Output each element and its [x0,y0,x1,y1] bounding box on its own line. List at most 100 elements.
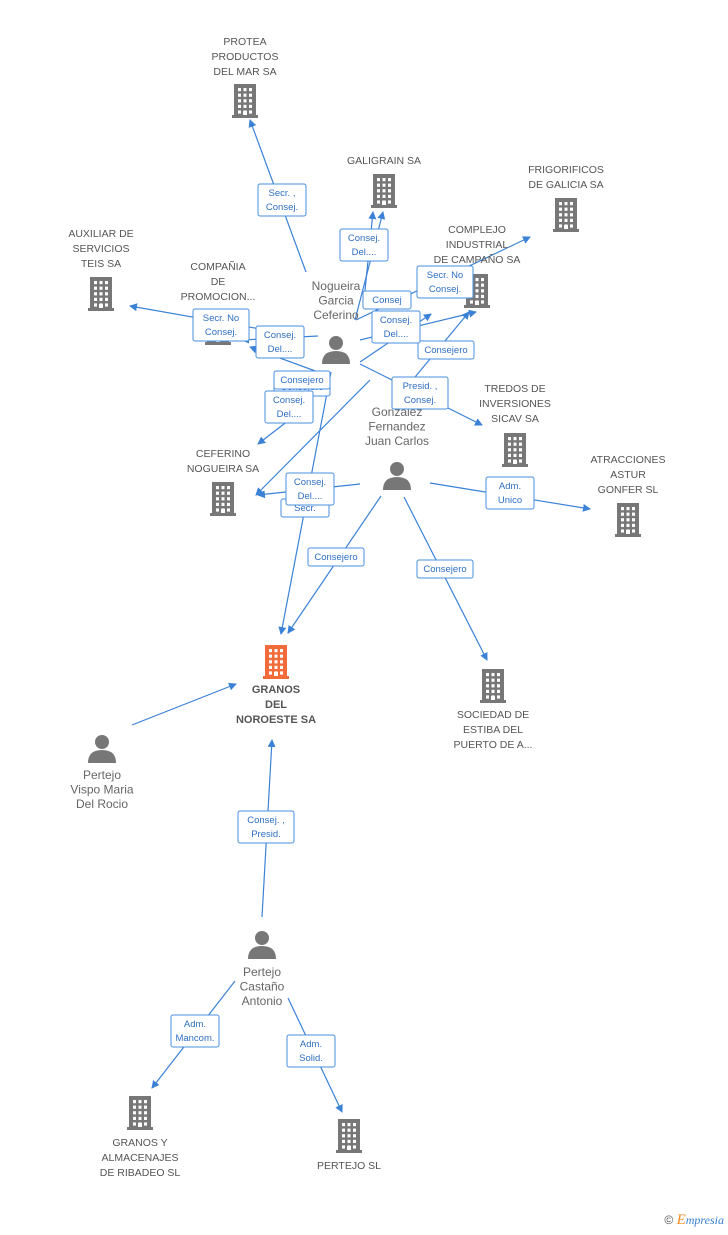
company-name-line: AUXILIAR DE [68,228,133,240]
company-name-line: DEL MAR SA [213,66,276,78]
company-name-line: GALIGRAIN SA [347,155,421,167]
focal-building-icon[interactable] [263,645,289,679]
building-icon[interactable] [480,669,506,703]
company-name-line: ATRACCIONES [590,454,665,466]
edge-role-text: Secr. No [427,270,463,281]
company-name-line: DE [211,276,226,288]
edge-role-text: Consej [372,295,402,306]
company-name-line: COMPAÑIA [190,260,245,273]
company-name-line: TEIS SA [81,258,121,270]
company-name-line: PROMOCION... [181,291,256,303]
building-icon[interactable] [88,277,114,311]
copyright-symbol: © [664,1213,674,1227]
company-name-line: DE CAMPAÑO SA [434,253,521,266]
company-name-line: INDUSTRIAL [446,239,509,251]
edge-role-text: Presid. , [403,381,438,392]
building-icon[interactable] [232,84,258,118]
company-name-line: ASTUR [610,469,646,481]
company-name-line: CEFERINO [196,448,250,460]
brand-name: mpresia [685,1213,724,1227]
person-icon[interactable] [88,735,116,763]
edge-role-text: Consejero [314,552,357,563]
edge-role-label: Consej [362,290,412,310]
edge-role-label: Consejero [416,559,474,579]
edge-role-text: Mancom. [175,1033,214,1044]
nodes-layer: PROTEA PRODUCTOS DEL MAR SA GALIGRAIN SA FRI… [68,36,665,1179]
edge-role-label: Secr. , Consej. [257,183,307,217]
building-icon[interactable] [502,433,528,467]
person-name-line: Ceferino [313,308,359,322]
edge-role-label: Consej. , Presid. [237,810,295,844]
edge-role-text: Consej. [266,202,298,213]
edge-role-text: Secr. , [269,188,296,199]
edge-role-text: Solid. [299,1053,323,1064]
edge-role-text: Del.... [268,344,293,355]
person-icon[interactable] [322,336,350,364]
edge-labels-layer: Secr. ,Consej.Consej.Del....ConsejSecr. … [170,183,535,1068]
person-name-line: Garcia [318,294,354,308]
edge-role-label: Consej. Del.... [339,228,389,262]
company-name-line: FRIGORIFICOS [528,164,604,176]
edge-role-label: Consej.Del.... [264,390,314,424]
company-name-line: INVERSIONES [479,398,551,410]
company-name-line: NOGUEIRA SA [187,463,259,475]
person-name-line: Juan Carlos [365,434,429,448]
edge-line [255,379,371,496]
company-name-line: DE GALICIA SA [528,179,603,191]
building-icon[interactable] [336,1119,362,1153]
brand-logo[interactable]: © Empresia [664,1212,724,1229]
edge-role-text: Adm. [499,481,521,492]
building-icon[interactable] [210,482,236,516]
edge-role-text: Consej. [264,330,296,341]
company-name-line: SERVICIOS [73,243,130,255]
edge-line [131,682,237,726]
company-name-line: TREDOS DE [484,383,545,395]
edge-role-text: Adm. [300,1039,322,1050]
person-icon[interactable] [248,931,276,959]
person-name-line: Vispo Maria [70,783,133,797]
edge-role-label: Consej.Del.... [285,472,335,506]
company-name-line: PROTEA [223,36,266,48]
company-name-line: SOCIEDAD DE [457,709,529,721]
edge-role-text: Consej. [294,477,326,488]
company-name-line: NOROESTE SA [236,714,316,726]
edge-role-text: Adm. [184,1019,206,1030]
company-name-line: GRANOS [252,684,300,696]
edge-role-label: Adm. Unico [485,476,535,510]
building-icon[interactable] [127,1096,153,1130]
company-name-line: DE RIBADEO SL [100,1167,181,1179]
company-name-line: ALMACENAJES [101,1152,178,1164]
company-name-line: DEL [265,699,287,711]
edge-role-text: Del.... [352,247,377,258]
company-name-line: COMPLEJO [448,224,506,236]
building-icon[interactable] [615,503,641,537]
edge-role-text: Consej. , [247,815,285,826]
person-icon[interactable] [383,462,411,490]
edge-role-label: Consej. Del.... [255,325,305,359]
company-name-line: SICAV SA [491,413,539,425]
edge-role-label: Consejero [307,547,365,567]
edge-role-text: Presid. [251,829,281,840]
building-icon[interactable] [553,198,579,232]
edge-role-label: Consejero [273,370,331,390]
person-name-line: Castaño [240,980,285,994]
edge-role-text: Del.... [384,329,409,340]
edge-role-text: Consejero [280,375,323,386]
edge-role-label: Adm. Mancom. [170,1014,220,1048]
edge-role-text: Secr. [294,503,316,514]
company-name-line: GONFER SL [598,484,659,496]
person-name-line: Del Rocio [76,797,128,811]
building-icon[interactable] [371,174,397,208]
edge-role-text: Consej. [348,233,380,244]
company-name-line: PRODUCTOS [212,51,279,63]
person-name-line: Antonio [242,994,283,1008]
person-name-line: Nogueira [312,279,361,293]
edge-role-text: Unico [498,495,522,506]
company-name-line: GRANOS Y [112,1137,167,1149]
brand-initial: E [676,1212,686,1228]
edge-role-label: Presid. ,Consej. [391,376,449,410]
edge-role-text: Del.... [277,409,302,420]
